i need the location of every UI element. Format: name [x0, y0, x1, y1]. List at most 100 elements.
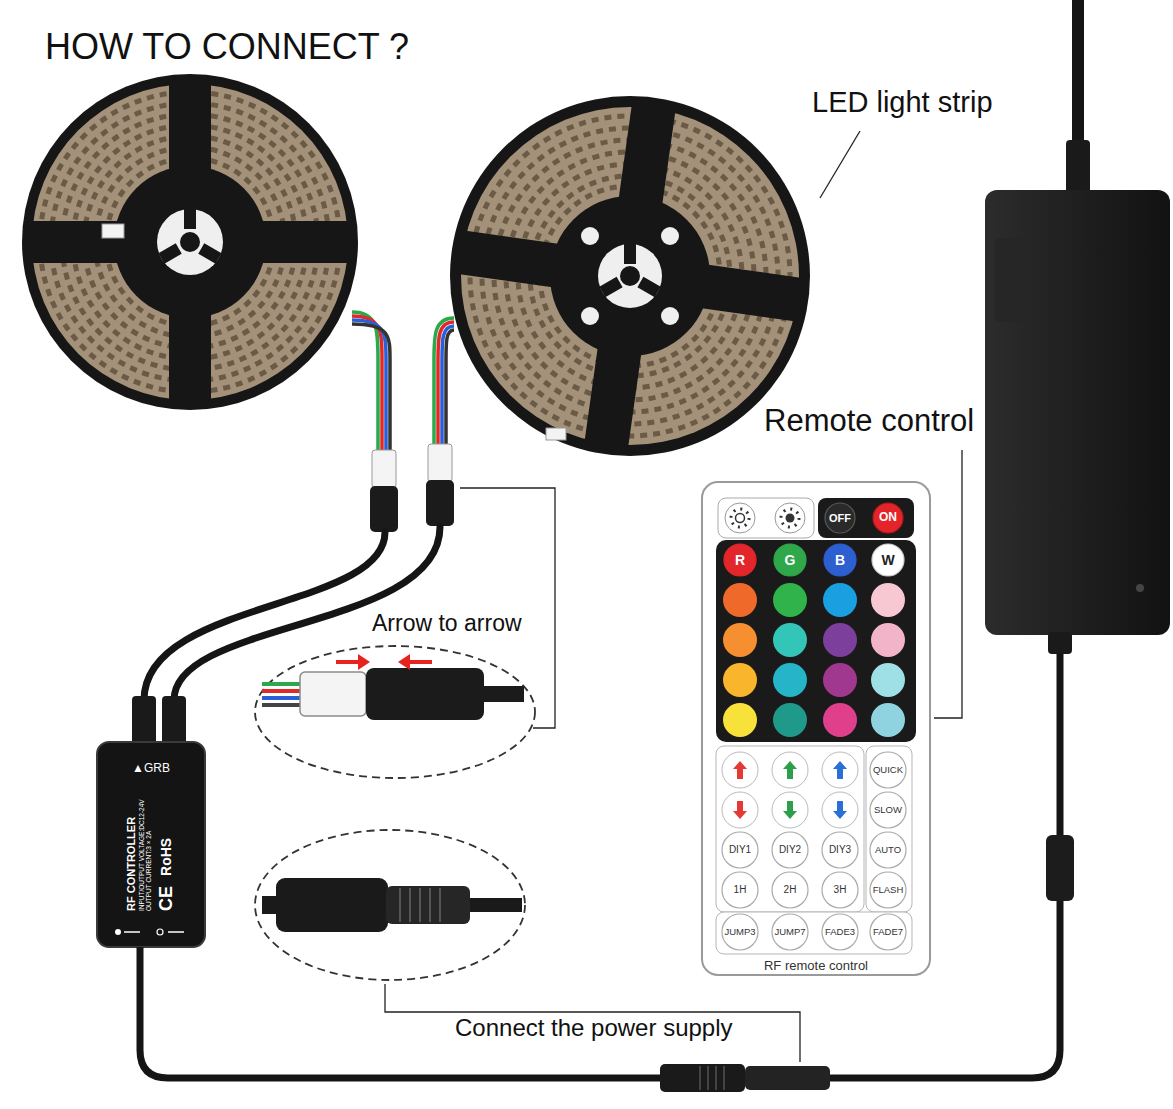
button-shape: [724, 544, 756, 576]
strain-relief: [132, 696, 186, 746]
led-reel: [157, 209, 223, 275]
remote-body: [781, 509, 799, 527]
callout-label: Arrow to arrow: [372, 610, 522, 636]
remote-body: [716, 540, 916, 742]
led-reel: [661, 227, 679, 245]
remote-button: FADE3: [821, 913, 859, 951]
controller-body: [115, 929, 121, 935]
remote-body: [723, 623, 757, 657]
remote-body: [871, 623, 905, 657]
remote-body: [833, 801, 847, 819]
button-label: DIY1: [729, 844, 751, 856]
strip-connector: [370, 486, 398, 532]
led-reel: [581, 227, 599, 245]
zoom-connector: [398, 654, 432, 670]
rgb-wires: [446, 330, 454, 446]
remote-caption: RF remote control: [700, 959, 932, 974]
controller-body: [157, 929, 163, 935]
remote-body: [723, 583, 905, 737]
button-shape: [825, 503, 855, 533]
power-adapter: [1048, 632, 1072, 654]
zoom-power-plug: [429, 888, 431, 922]
button-label: SLOW: [874, 805, 902, 816]
button-label: FADE3: [825, 927, 855, 938]
button-label: G: [785, 552, 796, 568]
remote-body: [823, 703, 857, 737]
strip-connector: [370, 444, 454, 532]
zoom-power-plug: [386, 886, 470, 924]
zoom-power-plug: [255, 830, 525, 980]
remote-button: DIY1: [721, 831, 759, 869]
led-reel: [598, 244, 662, 308]
remote-body: [723, 703, 757, 737]
strip-connector: [428, 444, 452, 482]
remote-body: [833, 761, 847, 779]
zoom-power-plug: [419, 888, 421, 922]
power-adapter: [995, 238, 1025, 322]
zoom-connector: [262, 689, 302, 693]
zoom-connector: [300, 672, 366, 716]
zoom-connector: [262, 696, 302, 700]
led-reel: [22, 74, 358, 410]
led-reel: [453, 230, 808, 323]
remote-body: [702, 482, 930, 975]
button-shape: [870, 832, 906, 868]
led-reel: [158, 243, 181, 263]
button-label: DIY2: [779, 844, 801, 856]
remote-body: [822, 752, 858, 788]
button-shape: [722, 872, 758, 908]
button-label: FADE7: [873, 927, 903, 938]
led-reel: [637, 277, 660, 297]
button-label: OFF: [829, 512, 851, 525]
remote-body: [716, 912, 912, 954]
remote-body: [823, 663, 857, 697]
button-label: JUMP3: [724, 927, 755, 938]
led-reel: [581, 227, 679, 325]
rgb-wires: [352, 324, 390, 452]
zoom-power-plug: [255, 830, 525, 980]
leader-line: [820, 131, 860, 198]
button-shape: [872, 544, 904, 576]
remote-button: B: [823, 543, 857, 577]
zoom-connector: [366, 668, 484, 720]
remote-body: [783, 761, 797, 779]
remote-body: [718, 498, 814, 538]
controller-marking: INPUT/OUTPUT VOLTAGE:DC12-24V: [138, 799, 145, 911]
led-reel: [581, 307, 599, 325]
remote-control: OFFONRGBWQUICKSLOWDIY1DIY2DIY3AUTO1H2H3H…: [700, 480, 932, 977]
button-shape: [873, 503, 903, 533]
button-shape: [822, 832, 858, 868]
remote-body: [773, 623, 807, 657]
button-shape: [772, 832, 808, 868]
led-reel: [620, 266, 640, 286]
button-shape: [870, 914, 906, 950]
rgb-wires: [352, 312, 378, 452]
remote-button: AUTO: [869, 831, 907, 869]
power-adapter: [1066, 140, 1090, 195]
remote-body: [773, 583, 807, 617]
zoom-connector: [484, 686, 524, 702]
led-reel: [184, 209, 196, 229]
remote-button: W: [871, 543, 905, 577]
remote-body: [772, 792, 808, 828]
zoom-power-plug: [439, 888, 441, 922]
button-shape: [824, 544, 856, 576]
zoom-power-plug: [400, 888, 440, 922]
button-shape: [774, 544, 806, 576]
button-shape: [722, 832, 758, 868]
remote-button: ON: [872, 502, 904, 534]
remote-button: FADE7: [869, 913, 907, 951]
remote-body: [723, 583, 757, 617]
remote-button: FLASH: [869, 871, 907, 909]
barrel-connector: [715, 1066, 717, 1090]
power-cable: [140, 0, 1078, 1078]
zoom-power-plug: [399, 888, 401, 922]
button-label: JUMP7: [774, 927, 805, 938]
strip-connector: [372, 450, 396, 488]
barrel-connector: [745, 1066, 830, 1090]
remote-body: [702, 482, 930, 975]
led-reel: [22, 74, 358, 410]
button-shape: [822, 914, 858, 950]
leader-line: [385, 984, 800, 1062]
remote-body: [772, 752, 808, 788]
